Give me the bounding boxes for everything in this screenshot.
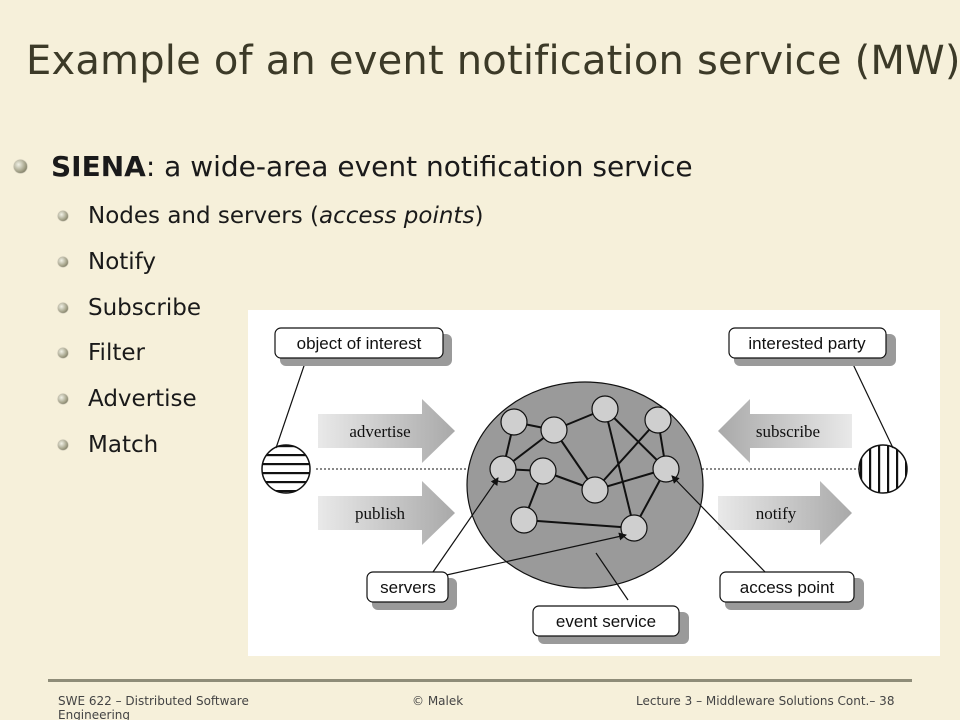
server-node: [540, 416, 568, 444]
access-point-box: access point: [719, 571, 864, 610]
bullet-sub-6-text: Match: [88, 432, 159, 458]
bullet-dot-icon: [58, 394, 68, 404]
slide-title: Example of an event notification service…: [26, 38, 960, 84]
server-node: [652, 455, 680, 483]
bullet-sub-3-text: Subscribe: [88, 295, 202, 321]
bullet-sub-1-italic: access points: [318, 203, 475, 229]
bullet-sub-2: Notify: [58, 249, 156, 275]
bullet-sub-3: Subscribe: [58, 295, 201, 321]
siena-diagram: advertise publish subscribe notify: [248, 310, 940, 656]
object-of-interest-label: object of interest: [297, 334, 422, 353]
publish-arrow: publish: [318, 481, 455, 545]
event-service-label: event service: [556, 612, 656, 631]
subscribe-arrow: subscribe: [718, 399, 852, 463]
server-node: [489, 455, 517, 483]
servers-pointer: [432, 532, 627, 579]
bullet-main-strong: SIENA: [51, 150, 146, 183]
server-node: [644, 406, 672, 434]
object-pointer: [275, 359, 307, 449]
server-node: [620, 514, 648, 542]
access-point-label: access point: [740, 578, 835, 597]
object-of-interest-icon: [261, 444, 311, 494]
server-node: [591, 395, 619, 423]
event-service-pointer: [595, 552, 629, 601]
interested-party-icon: [858, 444, 908, 494]
bullet-dot-icon: [14, 160, 27, 173]
advertise-label: advertise: [349, 422, 410, 441]
event-service-box: event service: [532, 605, 689, 644]
server-node: [581, 476, 609, 504]
siena-diagram-svg: advertise publish subscribe notify: [261, 327, 908, 644]
server-node: [500, 408, 528, 436]
bullet-dot-icon: [58, 303, 68, 313]
bullet-sub-1-after: ): [474, 203, 484, 229]
footer-lecture: Lecture 3 – Middleware Solutions Cont.– …: [636, 694, 895, 708]
bullet-sub-4-text: Filter: [88, 340, 145, 366]
servers-pointer: [432, 477, 499, 573]
bullet-main-text: : a wide-area event notification service: [145, 150, 693, 183]
advertise-arrow: advertise: [318, 399, 455, 463]
bullet-sub-6: Match: [58, 432, 158, 458]
access-point-pointer: [671, 475, 769, 576]
publish-label: publish: [355, 504, 406, 523]
party-pointer: [850, 359, 894, 449]
bullet-sub-1: Nodes and servers (access points): [58, 203, 483, 229]
notify-label: notify: [756, 504, 797, 523]
bullet-sub-5: Advertise: [58, 386, 197, 412]
bullet-main: SIENA: a wide-area event notification se…: [14, 150, 693, 183]
object-of-interest-box: object of interest: [274, 327, 452, 366]
bullet-sub-2-text: Notify: [88, 249, 156, 275]
footer-author: © Malek: [412, 694, 464, 708]
bullet-sub-4: Filter: [58, 340, 145, 366]
bullet-dot-icon: [58, 440, 68, 450]
notify-arrow: notify: [718, 481, 852, 545]
server-node: [529, 457, 557, 485]
servers-label: servers: [380, 578, 436, 597]
bullet-sub-5-text: Advertise: [88, 386, 197, 412]
bullet-dot-icon: [58, 348, 68, 358]
interested-party-label: interested party: [748, 334, 866, 353]
servers-box: servers: [366, 571, 457, 610]
bullet-sub-1-before: Nodes and servers (: [88, 203, 319, 229]
server-node: [510, 506, 538, 534]
interested-party-box: interested party: [728, 327, 896, 366]
footer-course: SWE 622 – Distributed Software Engineeri…: [58, 694, 249, 720]
subscribe-label: subscribe: [756, 422, 820, 441]
bullet-dot-icon: [58, 257, 68, 267]
footer-divider: [48, 679, 912, 682]
bullet-dot-icon: [58, 211, 68, 221]
